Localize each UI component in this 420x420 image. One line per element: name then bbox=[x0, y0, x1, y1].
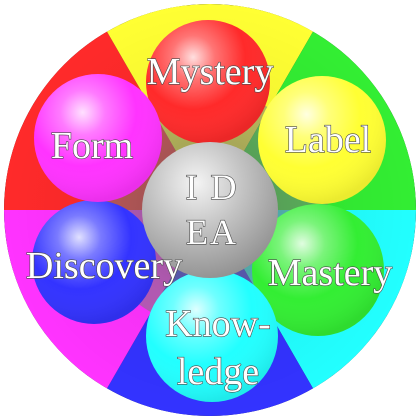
center-idea-sphere bbox=[142, 142, 278, 278]
label-form: Form bbox=[51, 125, 133, 167]
label-knowledge-line-2: ledge bbox=[177, 351, 259, 393]
sphere-mastery bbox=[252, 204, 384, 336]
sphere-knowledge bbox=[146, 270, 278, 402]
sphere-mystery bbox=[146, 20, 270, 144]
center-line-1: I D bbox=[186, 167, 239, 207]
center-line-2: EA bbox=[186, 212, 238, 252]
label-mastery: Mastery bbox=[268, 252, 393, 294]
label-discovery: Discovery bbox=[26, 245, 182, 287]
sphere-form bbox=[34, 74, 162, 202]
segment-spheres bbox=[32, 20, 386, 402]
label-mystery: Mystery bbox=[147, 51, 274, 93]
center-idea-label: I D EA bbox=[185, 166, 239, 252]
sphere-discovery bbox=[32, 200, 156, 324]
sphere-label bbox=[258, 76, 386, 204]
label-knowledge-line-1: Know- bbox=[165, 303, 271, 345]
label-label: Label bbox=[285, 119, 372, 161]
